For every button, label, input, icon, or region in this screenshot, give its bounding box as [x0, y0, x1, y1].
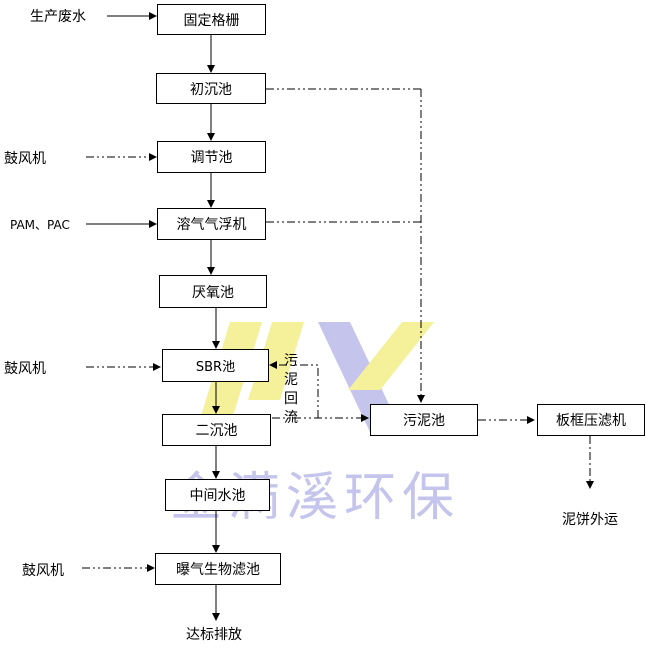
blower-3-label: 鼓风机 [22, 563, 64, 579]
intermediate-water-tank-label: 中间水池 [189, 488, 246, 504]
discharge-label: 达标排放 [186, 627, 242, 643]
fixed-grid-label: 固定格栅 [183, 12, 240, 29]
equalization-tank-box: 调节池 [157, 141, 266, 173]
anaerobic-tank-label: 厌氧池 [192, 284, 234, 301]
intermediate-water-tank-box: 中间水池 [165, 479, 270, 511]
chemical-dosing-label: PAM、PAC [10, 218, 70, 232]
fixed-grid-box: 固定格栅 [157, 4, 266, 35]
sludge-return-label: 污 泥 回 流 [283, 352, 299, 428]
secondary-settling-tank-box: 二沉池 [162, 414, 271, 446]
dissolved-air-flotation-label: 溶气气浮机 [176, 217, 247, 233]
primary-settling-tank-box: 初沉池 [156, 73, 266, 104]
filter-press-box: 板框压滤机 [537, 404, 645, 436]
dissolved-air-flotation-box: 溶气气浮机 [157, 208, 266, 240]
secondary-settling-tank-label: 二沉池 [195, 423, 238, 439]
aerated-biofilter-box: 曝气生物滤池 [155, 553, 281, 585]
anaerobic-tank-box: 厌氧池 [159, 275, 267, 308]
filter-press-label: 板框压滤机 [556, 413, 626, 429]
aerated-biofilter-label: 曝气生物滤池 [176, 562, 260, 578]
sludge-return-char: 泥 [284, 372, 298, 388]
sludge-tank-label: 污泥池 [403, 413, 445, 429]
sludge-cake-out-label: 泥饼外运 [562, 512, 618, 528]
sludge-return-char: 回 [284, 391, 298, 407]
blower-1-label: 鼓风机 [4, 151, 46, 167]
wastewater-input-label: 生产废水 [30, 9, 86, 25]
sbr-tank-box: SBR池 [162, 349, 269, 382]
sludge-tank-box: 污泥池 [370, 404, 478, 436]
primary-settling-tank-label: 初沉池 [190, 81, 232, 98]
blower-2-label: 鼓风机 [4, 361, 46, 377]
sludge-return-char: 流 [284, 410, 298, 426]
sludge-return-char: 污 [284, 353, 298, 369]
equalization-tank-label: 调节池 [190, 150, 233, 166]
sbr-tank-label: SBR池 [195, 360, 236, 375]
